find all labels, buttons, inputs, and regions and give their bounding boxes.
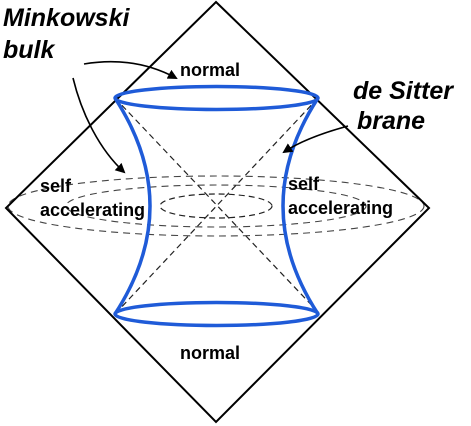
arrow-minkowski-to-normal (83, 60, 178, 79)
brane-right-curve (281, 97, 320, 315)
arrow-minkowski-to-bulk (72, 77, 126, 174)
arrow-desitter-to-brane (282, 125, 349, 154)
normal-bottom-label: normal (180, 343, 240, 363)
minkowski-label-line2: bulk (3, 36, 55, 64)
inner-dashed-ellipse (159, 193, 273, 219)
penrose-diamond (4, 0, 431, 424)
brane-left-curve (113, 97, 152, 315)
minkowski-label-line1: Minkowski (3, 4, 130, 32)
desitter-label-line1: de Sitter (353, 77, 454, 105)
middle-dashed-ellipse (65, 184, 367, 228)
outer-dashed-ellipse (7, 175, 425, 237)
accelerating-right-label: accelerating (288, 198, 393, 218)
desitter-label-line2: brane (357, 107, 425, 135)
self-left-label: self (40, 176, 72, 196)
brane-top-ellipse (113, 84, 320, 112)
normal-top-label: normal (180, 60, 240, 80)
brane-bottom-ellipse (113, 300, 320, 328)
self-right-label: self (288, 174, 320, 194)
accelerating-left-label: accelerating (40, 200, 145, 220)
